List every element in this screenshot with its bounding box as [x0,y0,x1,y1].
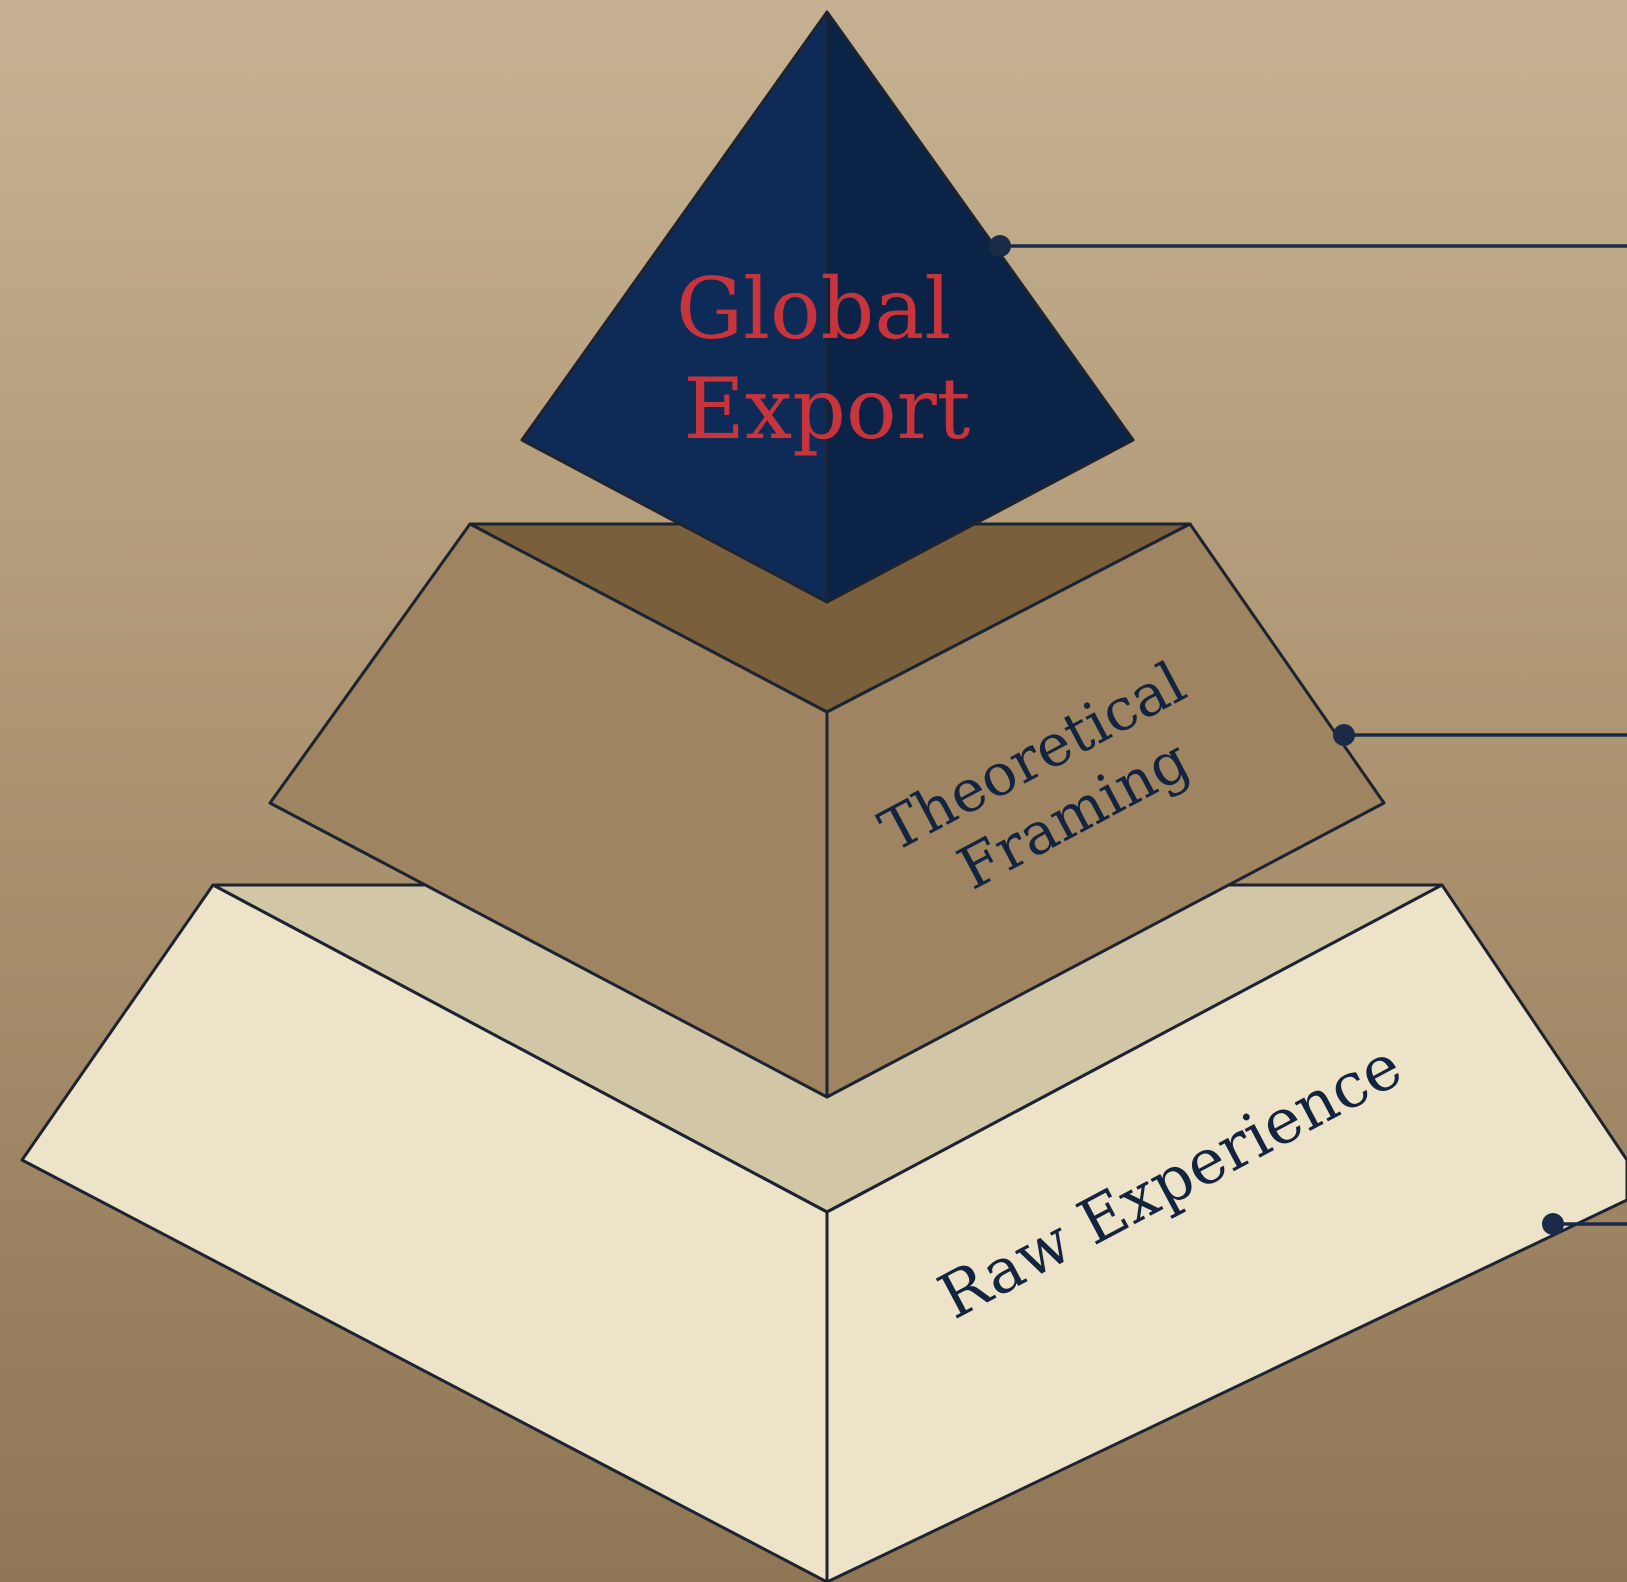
connector-middle-dot [1333,724,1355,746]
tier-middle-right-face [825,522,1386,1099]
tier-top: Global Export [520,10,1135,604]
tier-top-right-face [825,10,1135,604]
connector-top-dot [989,235,1011,257]
tier-middle: Theoretical Framing [268,522,1386,1099]
tier-bottom-left-face [20,883,829,1582]
tier-bottom-right-face [825,883,1627,1582]
connector-bottom-dot [1542,1213,1564,1235]
tier-top-label: Global Export [676,260,978,458]
tier-top-label-line-2: Export [684,360,971,458]
tier-top-label-line-1: Global [676,260,951,358]
tier-bottom: Raw Experience [20,883,1627,1582]
connectors [989,235,1627,1235]
